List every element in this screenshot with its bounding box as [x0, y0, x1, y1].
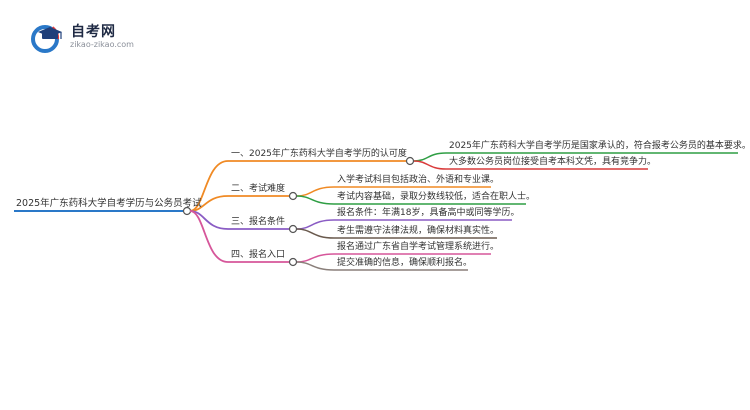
- leaf-4-1-node: 报名通过广东省自学考试管理系统进行。: [337, 242, 500, 252]
- branch-2-node: 二、考试难度: [231, 184, 286, 194]
- branch-3-connector-dot: [288, 224, 298, 234]
- leaf-3-2-node: 考生需遵守法律法规，确保材料真实性。: [337, 226, 500, 236]
- leaf-4-2-node: 提交准确的信息，确保顺利报名。: [337, 258, 473, 268]
- leaf-2-2-node: 考试内容基础，录取分数线较低，适合在职人士。: [337, 192, 536, 202]
- leaf-1-2-node: 大多数公务员岗位接受自考本科文凭，具有竞争力。: [449, 157, 657, 167]
- edge-branch-2-leaf-1: [296, 186, 335, 197]
- edge-branch-4-leaf-1: [296, 253, 335, 263]
- branch-3-node: 三、报名条件: [231, 217, 286, 227]
- edge-branch-3-leaf-2: [296, 228, 335, 239]
- branch-1-connector-dot: [405, 156, 415, 166]
- edge-branch-4-leaf-2: [296, 261, 335, 271]
- branch-1-node: 一、2025年广东药科大学自考学历的认可度: [231, 149, 407, 159]
- mindmap-root-node: 2025年广东药科大学自考学历与公务员考试: [16, 198, 202, 209]
- edge-branch-3-leaf-1: [296, 219, 335, 230]
- leaf-3-1-node: 报名条件：年满18岁，具备高中或同等学历。: [337, 208, 520, 218]
- leaf-1-1-node: 2025年广东药科大学自考学历是国家承认的，符合报考公务员的基本要求。: [449, 141, 750, 151]
- graduation-cap-logo-icon: [31, 25, 62, 53]
- branch-4-node: 四、报名入口: [231, 250, 286, 260]
- site-logo[interactable]: 自考网 zikao-zikao.com: [30, 20, 150, 60]
- leaf-2-1-node: 入学考试科目包括政治、外语和专业课。: [337, 175, 500, 185]
- logo-subtitle: zikao-zikao.com: [70, 40, 134, 49]
- edge-branch-1-leaf-2: [413, 160, 447, 170]
- branch-4-connector-dot: [288, 257, 298, 267]
- edge-root-branch-1: [189, 160, 229, 212]
- edge-root-branch-4: [189, 210, 229, 263]
- edge-branch-1-leaf-1: [413, 152, 447, 162]
- branch-2-connector-dot: [288, 191, 298, 201]
- edge-branch-2-leaf-2: [296, 195, 335, 205]
- logo-title: 自考网: [71, 24, 116, 40]
